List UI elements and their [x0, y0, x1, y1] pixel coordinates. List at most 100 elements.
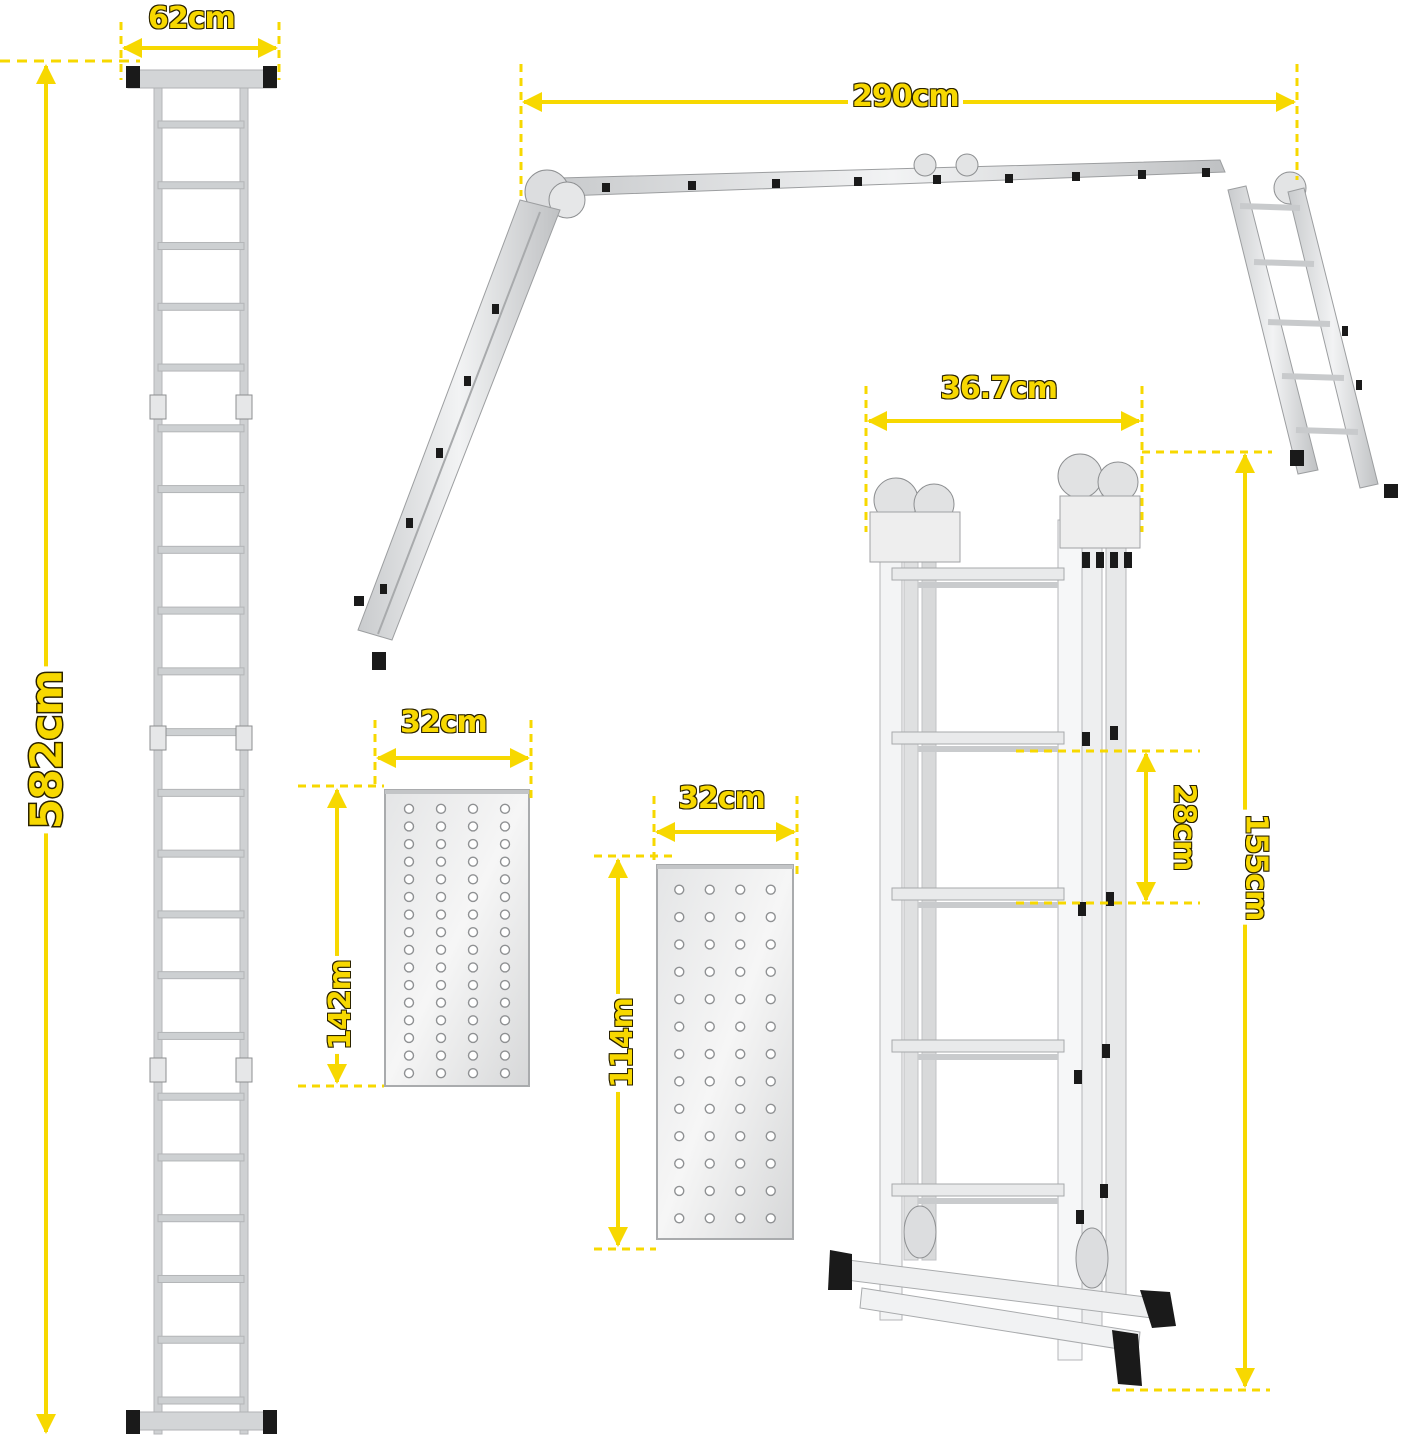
- ladder-rung: [157, 485, 245, 494]
- platform-hole: [499, 909, 511, 920]
- folded-ladder-rung: [891, 887, 1065, 901]
- platform-hole: [467, 874, 479, 885]
- platform-hole: [674, 1213, 685, 1224]
- platform-hole: [735, 1048, 746, 1060]
- platform-hole: [435, 821, 447, 832]
- platform-hole: [499, 1032, 511, 1044]
- platform-hole: [467, 838, 479, 850]
- platform-hole: [704, 1048, 715, 1060]
- platform-hole: [765, 1213, 776, 1224]
- platform-hole: [467, 926, 479, 938]
- ladder-rung: [157, 302, 245, 311]
- folded-ladder-rung-shadow: [918, 582, 1058, 588]
- ladder-rung: [157, 242, 245, 251]
- ladder-rung: [157, 1153, 245, 1162]
- platform-hole: [674, 1076, 685, 1087]
- platform-hole: [403, 979, 415, 991]
- platform-hole: [499, 979, 511, 991]
- folded-ladder-rung: [891, 1183, 1065, 1197]
- platform-large: [384, 789, 530, 1087]
- ladder-rung: [157, 120, 245, 129]
- ladder-rung: [157, 1274, 245, 1283]
- ladder-rung: [157, 606, 245, 615]
- platform-hole: [467, 891, 479, 903]
- platform-hole: [704, 884, 715, 895]
- platform-hole: [499, 962, 511, 973]
- platform-hole: [704, 939, 715, 950]
- platform-hole: [765, 1158, 776, 1169]
- folded-ladder-rung-spacing-label: 28cm: [1165, 779, 1202, 875]
- folded-ladder-rung-shadow: [918, 902, 1058, 908]
- platform-hole: [674, 1048, 685, 1060]
- ladder-rung: [157, 728, 245, 737]
- platform-small: [656, 864, 794, 1240]
- dim-32cm-small: [652, 796, 799, 878]
- platform-hole: [499, 874, 511, 885]
- straight-ladder-width-label: 62cm: [144, 3, 239, 35]
- ladder-rung: [157, 363, 245, 372]
- platform-hole: [499, 1067, 511, 1079]
- platform-hole: [403, 1015, 415, 1026]
- platform-hole: [403, 909, 415, 920]
- platform-hole: [674, 939, 685, 950]
- platform-hole: [674, 966, 685, 978]
- platform-hole: [735, 1076, 746, 1087]
- ladder-rung: [157, 545, 245, 554]
- platform-hole: [765, 911, 776, 923]
- platform-hole: [467, 909, 479, 920]
- platform-hole: [735, 911, 746, 923]
- platform-hole: [735, 1213, 746, 1224]
- ladder-rung: [157, 910, 245, 919]
- platform-hole: [735, 884, 746, 895]
- straight-ladder: [126, 66, 277, 1435]
- straight-ladder-height-label: 582cm: [20, 666, 74, 834]
- platform-hole: [467, 1015, 479, 1026]
- platform-hole: [735, 939, 746, 950]
- dim-28cm: [1016, 749, 1200, 905]
- folded-ladder-rung: [891, 731, 1065, 745]
- ladder-rung: [157, 788, 245, 797]
- platform-hole: [765, 1103, 776, 1114]
- platform-hole: [704, 1076, 715, 1087]
- ladder-rung: [157, 181, 245, 190]
- folded-ladder-rung: [891, 1039, 1065, 1053]
- platform-hole: [435, 979, 447, 991]
- dim-32cm-large: [373, 720, 533, 800]
- platform-hole: [467, 1050, 479, 1061]
- platform-hole: [403, 926, 415, 938]
- folded-ladder-height-label: 155cm: [1237, 809, 1274, 925]
- platform-hole: [435, 962, 447, 973]
- platform-hole: [499, 803, 511, 815]
- platform-hole: [435, 926, 447, 938]
- platform-small-width-label: 32cm: [674, 783, 769, 815]
- platform-hole: [765, 884, 776, 895]
- platform-hole: [674, 994, 685, 1005]
- platform-hole: [704, 966, 715, 978]
- dim-36-7cm: [864, 386, 1272, 532]
- platform-hole: [499, 1050, 511, 1061]
- platform-hole: [499, 821, 511, 832]
- ladder-rung: [157, 1214, 245, 1223]
- folded-ladder-rung-shadow: [918, 746, 1058, 752]
- platform-hole: [499, 926, 511, 938]
- platform-hole: [499, 856, 511, 867]
- platform-hole: [467, 997, 479, 1008]
- platform-hole: [435, 909, 447, 920]
- dim-62cm: [119, 22, 281, 80]
- arch-ladder: [354, 153, 1398, 670]
- folded-ladder: [828, 453, 1176, 1386]
- platform-hole: [674, 1158, 685, 1169]
- platform-hole: [704, 911, 715, 923]
- platform-hole: [735, 1158, 746, 1169]
- platform-hole: [704, 1021, 715, 1032]
- platform-hole: [499, 838, 511, 850]
- platform-hole: [704, 1213, 715, 1224]
- ladder-rung: [157, 1396, 245, 1405]
- platform-hole: [765, 1130, 776, 1142]
- platform-hole: [403, 891, 415, 903]
- platform-hole: [467, 979, 479, 991]
- platform-large-length-label: 142m: [322, 956, 359, 1054]
- platform-hole: [467, 856, 479, 867]
